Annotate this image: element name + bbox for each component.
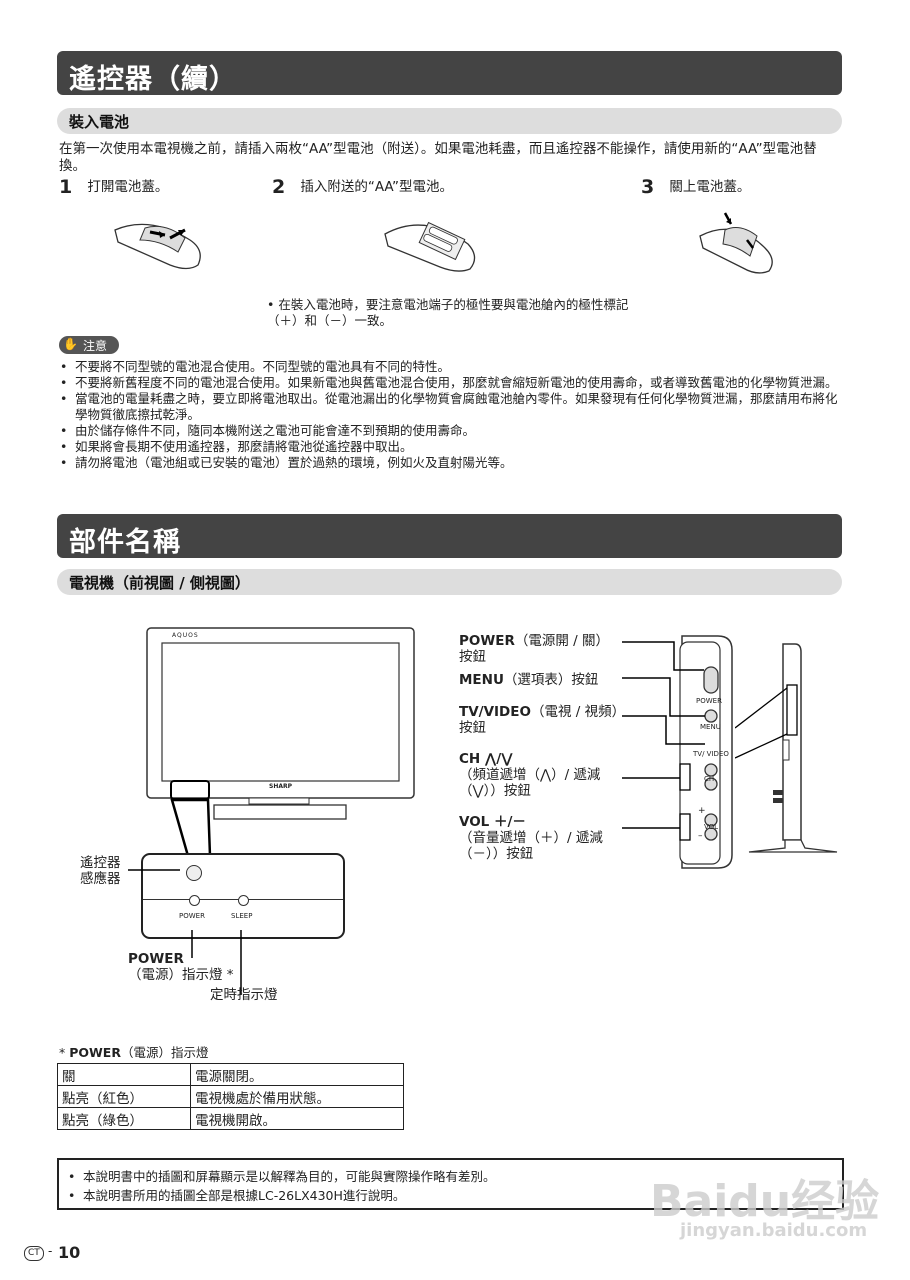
page-dash: - <box>48 1244 53 1258</box>
table-caption: * POWER（電源）指示燈 <box>59 1045 209 1060</box>
caution-item: 如果將會長期不使用遙控器，那麼請將電池從遙控器中取出。 <box>57 439 842 455</box>
power-led-label: POWER <box>179 912 205 920</box>
subsection-bar: 裝入電池 <box>57 108 842 134</box>
remote-open-cover-illustration <box>114 223 201 270</box>
menu-button-label: MENU（選項表）按鈕 <box>459 672 599 688</box>
sensor-label: 遙控器 感應器 <box>80 855 121 887</box>
sleep-led <box>238 895 249 906</box>
side-minus-text: – <box>698 831 703 841</box>
note-item: 本說明書所用的插圖全部是根據LC-26LX430H進行說明。 <box>65 1186 825 1205</box>
bullet: • <box>267 297 279 312</box>
side-controls-illustration <box>622 635 733 869</box>
sharp-logo: SHARP <box>269 783 293 790</box>
sleep-led-callout: 定時指示燈 <box>210 987 278 1003</box>
caution-label: 注意 <box>83 339 108 353</box>
side-tvvideo-text: TV/ VIDEO <box>693 750 729 758</box>
caution-badge: ✋ 注意 <box>59 336 119 354</box>
caution-item: 當電池的電量耗盡之時，要立即將電池取出。從電池漏出的化學物質會腐蝕電池艙內零件。… <box>57 391 842 423</box>
section-title-bar: 遙控器（續） <box>57 51 842 95</box>
notes-list: 本說明書中的插圖和屏幕顯示是以解釋為目的，可能與實際操作略有差別。 本說明書所用… <box>65 1167 825 1205</box>
side-plus-text: + <box>698 806 706 816</box>
section-title: 遙控器（續） <box>69 64 237 95</box>
indicator-panel-zoom: POWER SLEEP <box>141 853 345 939</box>
power-led <box>189 895 200 906</box>
section-title: 部件名稱 <box>69 527 181 558</box>
power-button-label: POWER（電源開 / 關） 按鈕 <box>459 633 610 665</box>
step-number: 1 <box>59 176 73 198</box>
table-cell: 電源關閉。 <box>190 1063 404 1086</box>
page-number: 10 <box>58 1243 81 1262</box>
caution-item: 不要將新舊程度不同的電池混合使用。如果新電池與舊電池混合使用，那麼就會縮短新電池… <box>57 375 842 391</box>
step-text: 插入附送的“AA”型電池。 <box>300 179 453 195</box>
step-1: 1 打開電池蓋。 <box>59 176 168 198</box>
aquos-logo: AQUOS <box>172 632 199 639</box>
step-text: 打開電池蓋。 <box>87 179 169 195</box>
polarity-note: • 在裝入電池時，要注意電池端子的極性要與電池艙內的極性標記（＋）和（－）一致。 <box>267 297 629 328</box>
step-2: 2 插入附送的“AA”型電池。 <box>272 176 453 198</box>
side-menu-text: MENU <box>700 723 721 731</box>
watermark-url: jingyan.baidu.com <box>680 1220 868 1241</box>
table-cell: 關 <box>57 1063 191 1086</box>
step-text: 關上電池蓋。 <box>669 179 751 195</box>
tv-front-illustration <box>146 627 415 820</box>
remote-insert-battery-illustration <box>384 221 476 272</box>
intro-paragraph: 在第一次使用本電視機之前，請插入兩枚“AA”型電池（附送）。如果電池耗盡，而且遙… <box>59 141 817 174</box>
remote-sensor <box>186 865 202 881</box>
side-ch-text: CH <box>704 775 715 783</box>
hand-icon: ✋ <box>63 337 78 351</box>
language-badge: CT <box>24 1246 44 1261</box>
table-cell: 電視機開啟。 <box>190 1107 404 1130</box>
table-cell: 電視機處於備用狀態。 <box>190 1085 404 1108</box>
table-row: 點亮（綠色） 電視機開啟。 <box>57 1107 404 1130</box>
subsection-bar: 電視機（前視圖 / 側視圖） <box>57 569 842 595</box>
table-row: 點亮（紅色） 電視機處於備用狀態。 <box>57 1085 404 1108</box>
section-title-bar: 部件名稱 <box>57 514 842 558</box>
remote-close-cover-illustration <box>699 212 773 274</box>
subsection-title: 裝入電池 <box>69 113 130 131</box>
subsection-title: 電視機（前視圖 / 側視圖） <box>69 574 250 592</box>
step-number: 2 <box>272 176 286 198</box>
baidu-watermark: Baidu经验 <box>650 1176 880 1227</box>
caution-item: 請勿將電池（電池組或已安裝的電池）置於過熱的環境，例如火及直射陽光等。 <box>57 455 842 471</box>
table-cell: 點亮（紅色） <box>57 1085 191 1108</box>
step-3: 3 關上電池蓋。 <box>641 176 750 198</box>
caution-item: 不要將不同型號的電池混合使用。不同型號的電池具有不同的特性。 <box>57 359 842 375</box>
caution-list: 不要將不同型號的電池混合使用。不同型號的電池具有不同的特性。 不要將新舊程度不同… <box>57 359 842 471</box>
table-cell: 點亮（綠色） <box>57 1107 191 1130</box>
table-row: 關 電源關閉。 <box>57 1063 404 1086</box>
caution-item: 由於儲存條件不同，隨同本機附送之電池可能會達不到預期的使用壽命。 <box>57 423 842 439</box>
side-power-text: POWER <box>696 697 722 705</box>
tv-side-view-illustration <box>735 643 838 853</box>
note-item: 本說明書中的插圖和屏幕顯示是以解釋為目的，可能與實際操作略有差別。 <box>65 1167 825 1186</box>
sleep-led-label: SLEEP <box>231 912 253 920</box>
step-number: 3 <box>641 176 655 198</box>
vol-button-label: VOL ＋/－ （音量遞增（＋）/ 遞減 （－））按鈕 <box>459 814 603 862</box>
tvvideo-button-label: TV/VIDEO（電視 / 視頻） 按鈕 <box>459 704 626 736</box>
side-vol-text: VOL <box>704 823 719 831</box>
panel-callout-lines <box>128 869 242 995</box>
ch-button-label: CH ⋀/⋁ （頻道遞增（⋀）/ 遞減 （⋁））按鈕 <box>459 751 601 799</box>
power-indicator-table: 關 電源關閉。 點亮（紅色） 電視機處於備用狀態。 點亮（綠色） 電視機開啟。 <box>57 1063 404 1130</box>
power-led-callout: POWER （電源）指示燈 * <box>128 951 234 983</box>
notes-box: 本說明書中的插圖和屏幕顯示是以解釋為目的，可能與實際操作略有差別。 本說明書所用… <box>57 1158 844 1210</box>
